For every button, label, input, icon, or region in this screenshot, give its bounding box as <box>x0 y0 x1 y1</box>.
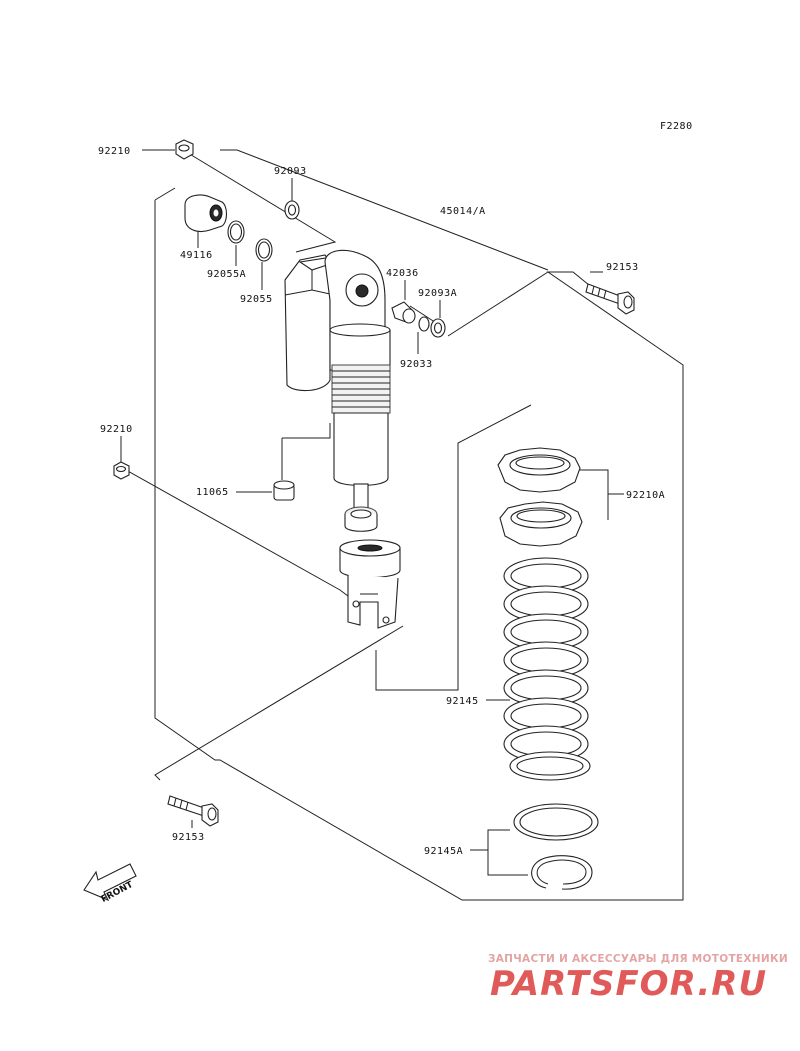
callout-11065: 11065 <box>196 487 229 498</box>
callout-92055A: 92055A <box>207 269 246 280</box>
callout-92145A: 92145A <box>424 846 463 857</box>
nut-92210-mid <box>113 461 130 480</box>
bolt-92153-bottom <box>167 795 219 827</box>
spring-nut-92210A-lower <box>499 501 583 547</box>
nut-92210-top <box>175 139 194 160</box>
leader-lines <box>120 149 624 876</box>
callout-92153-bottom: 92153 <box>172 832 205 843</box>
spring-seat-92145A-lower <box>531 855 593 890</box>
watermark: ЗАПЧАСТИ И АКСЕССУАРЫ ДЛЯ МОТОТЕХНИКИ PA… <box>488 953 788 1004</box>
spring-92145 <box>503 557 591 781</box>
callout-92093A: 92093A <box>418 288 457 299</box>
callout-42036: 42036 <box>386 268 419 279</box>
spring-nut-92210A-upper <box>497 447 581 493</box>
front-direction-arrow: FRONT <box>83 863 137 905</box>
callout-92145: 92145 <box>446 696 479 707</box>
circlip-92033 <box>418 316 430 332</box>
figure-code: F2280 <box>660 121 693 132</box>
o-ring-92055A <box>227 220 245 244</box>
callout-92055: 92055 <box>240 294 273 305</box>
assembly-outline <box>125 149 684 901</box>
washer-92093A <box>430 318 446 338</box>
spring-seat-92145A-upper <box>513 803 599 841</box>
callout-92210A: 92210A <box>626 490 665 501</box>
collar-42036 <box>391 301 416 324</box>
bushing-49116 <box>184 194 228 233</box>
o-ring-92055 <box>255 238 273 262</box>
shock-absorber-45014A <box>284 249 401 629</box>
washer-92093 <box>284 200 300 220</box>
watermark-logo: PARTSFOR.RU <box>490 964 767 1004</box>
callout-92033: 92033 <box>400 359 433 370</box>
callout-92093: 92093 <box>274 166 307 177</box>
callout-92210-mid: 92210 <box>100 424 133 435</box>
callout-labels: 92210 92093 45014/A 49116 92055A 92055 4… <box>98 146 665 857</box>
callout-49116: 49116 <box>180 250 213 261</box>
callout-92153-top: 92153 <box>606 262 639 273</box>
cap-11065 <box>273 480 295 501</box>
callout-92210-top: 92210 <box>98 146 131 157</box>
watermark-tagline: ЗАПЧАСТИ И АКСЕССУАРЫ ДЛЯ МОТОТЕХНИКИ <box>488 953 788 965</box>
bolt-92153-top <box>585 283 635 315</box>
callout-45014A: 45014/A <box>440 206 486 217</box>
